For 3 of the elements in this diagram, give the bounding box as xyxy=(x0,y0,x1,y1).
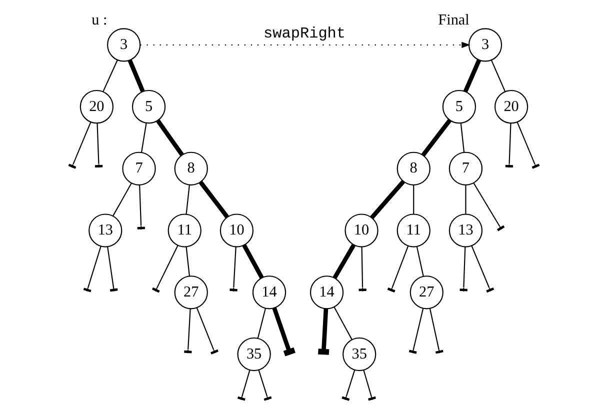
node-label: u : xyxy=(92,12,108,29)
node-label: Final xyxy=(438,12,470,29)
edge-label: swapRight xyxy=(264,24,346,43)
